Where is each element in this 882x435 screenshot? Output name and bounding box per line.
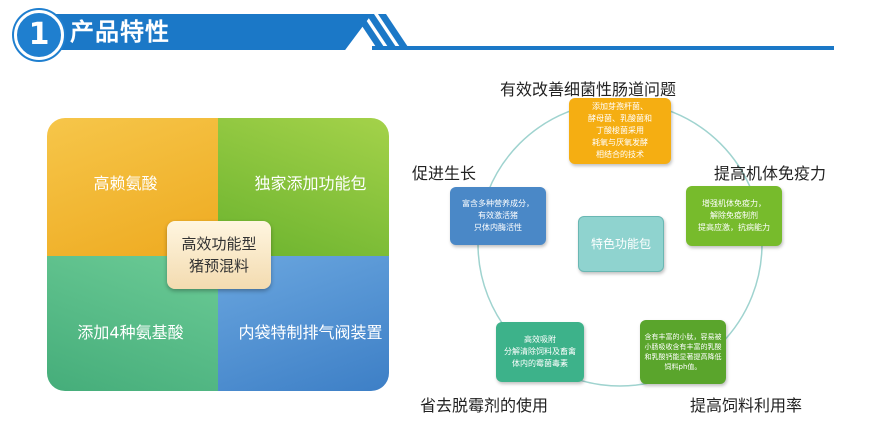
cycle-center-node: 特色功能包	[578, 216, 664, 272]
cycle-node-top: 添加芽孢杆菌、 酵母菌、乳酸菌和 丁酸梭菌采用 耗氧与厌氧发酵 相结合的技术	[569, 98, 671, 164]
header-stripes-decoration	[354, 14, 410, 50]
cycle-node-right: 增强机体免疫力， 解除免疫制剂 提高应激，抗病能力	[686, 186, 782, 246]
cycle-node-bottom-right: 含有丰富的小肽，容易被 小肠吸收含有丰富的乳酸 和乳酸钙能显著提高降低 饲料ph…	[640, 320, 726, 384]
header-bar	[36, 14, 372, 50]
cycle-node-top-text: 添加芽孢杆菌、 酵母菌、乳酸菌和 丁酸梭菌采用 耗氧与厌氧发酵 相结合的技术	[588, 102, 652, 159]
cycle-center-label: 特色功能包	[590, 237, 651, 251]
cycle-node-bottom-left: 高效吸附 分解清除饲料及畜禽 体内的霉菌毒素	[496, 322, 584, 382]
cycle-label-top: 有效改善细菌性肠道问题	[500, 80, 677, 99]
cycle-node-bottom-left-text: 高效吸附 分解清除饲料及畜禽 体内的霉菌毒素	[504, 335, 576, 368]
cycle-node-left-text: 富含多种营养成分， 有效激活猪 只体内酶活性	[462, 199, 534, 232]
header-underline	[372, 46, 834, 50]
quadrant-top-right-label: 独家添加功能包	[254, 174, 367, 193]
cycle-label-left: 促进生长	[412, 164, 477, 183]
quadrant-center-label: 高效功能型 猪预混料	[181, 235, 257, 275]
section-number-badge: 1	[14, 10, 64, 60]
section-title: 产品特性	[70, 18, 170, 46]
section-header: 1 产品特性	[0, 0, 882, 60]
quadrant-center-box: 高效功能型 猪预混料	[167, 221, 271, 289]
cycle-node-right-text: 增强机体免疫力， 解除免疫制剂 提高应激，抗病能力	[698, 199, 770, 232]
cycle-node-bottom-right-text: 含有丰富的小肽，容易被 小肠吸收含有丰富的乳酸 和乳酸钙能显著提高降低 饲料ph…	[644, 333, 722, 371]
quadrant-bottom-left-label: 添加4种氨基酸	[77, 322, 184, 342]
cycle-node-left: 富含多种营养成分， 有效激活猪 只体内酶活性	[450, 187, 546, 245]
quadrant-bottom-right-label: 内袋特制排气阀装置	[238, 322, 383, 342]
quadrant-top-left-label: 高赖氨酸	[93, 174, 158, 193]
cycle-label-bottom-left: 省去脱霉剂的使用	[420, 396, 549, 415]
cycle-label-right: 提高机体免疫力	[714, 164, 827, 183]
cycle-label-bottom-right: 提高饲料利用率	[690, 396, 803, 415]
